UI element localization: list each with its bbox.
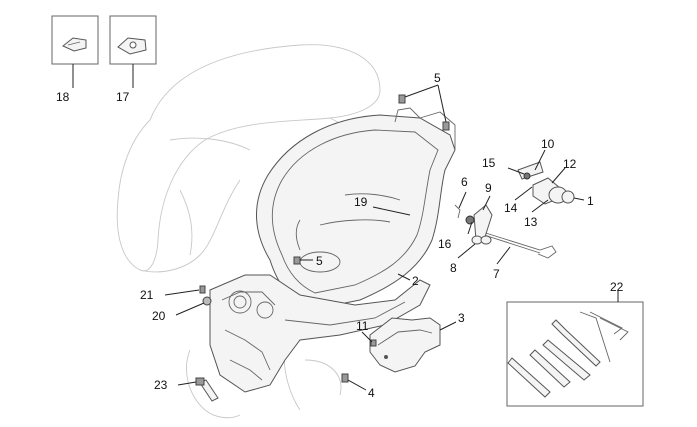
callout-14: 14 — [504, 201, 518, 215]
callout-9: 9 — [485, 181, 492, 195]
callout-17: 17 — [116, 90, 130, 104]
helmet-compartment — [256, 107, 456, 311]
item-3-cover — [369, 317, 457, 373]
items-20-21 — [164, 285, 212, 316]
item-19-leader — [372, 206, 411, 216]
item-11-clip — [361, 331, 377, 347]
callout-5-top: 5 — [434, 71, 441, 85]
under-seat-frame — [209, 274, 431, 393]
item-22-toolkit — [506, 290, 644, 407]
item-5-screws-top — [398, 84, 450, 131]
callout-5-mid: 5 — [316, 254, 323, 268]
item-23-fitting — [177, 377, 219, 402]
item-5-screw-mid — [293, 256, 313, 265]
callout-15: 15 — [482, 156, 496, 170]
callout-13: 13 — [524, 215, 538, 229]
callout-20: 20 — [152, 309, 166, 323]
callout-11: 11 — [356, 319, 369, 333]
latch-rod-assembly — [454, 191, 557, 265]
callout-7: 7 — [493, 267, 500, 281]
callout-12: 12 — [563, 157, 577, 171]
callout-18: 18 — [56, 90, 70, 104]
callout-8: 8 — [450, 261, 457, 275]
item-2-leader — [397, 273, 411, 281]
callout-3: 3 — [458, 311, 465, 325]
callout-2: 2 — [412, 274, 419, 288]
callout-4: 4 — [368, 386, 375, 400]
callout-16: 16 — [438, 237, 452, 251]
callout-6: 6 — [461, 175, 468, 189]
seat-outline-ghost — [116, 44, 381, 273]
callout-1: 1 — [587, 194, 594, 208]
item-4-screw — [341, 373, 367, 391]
callout-19: 19 — [354, 195, 368, 209]
lock-assembly — [507, 149, 585, 213]
item-17-box — [109, 15, 157, 88]
callout-21: 21 — [140, 288, 154, 302]
item-18-box — [51, 15, 99, 88]
callout-23: 23 — [154, 378, 168, 392]
callout-10: 10 — [541, 137, 555, 151]
callout-labels: 18 17 5 10 15 12 6 9 1 14 19 13 16 5 8 7… — [56, 71, 624, 400]
callout-22: 22 — [610, 280, 624, 294]
